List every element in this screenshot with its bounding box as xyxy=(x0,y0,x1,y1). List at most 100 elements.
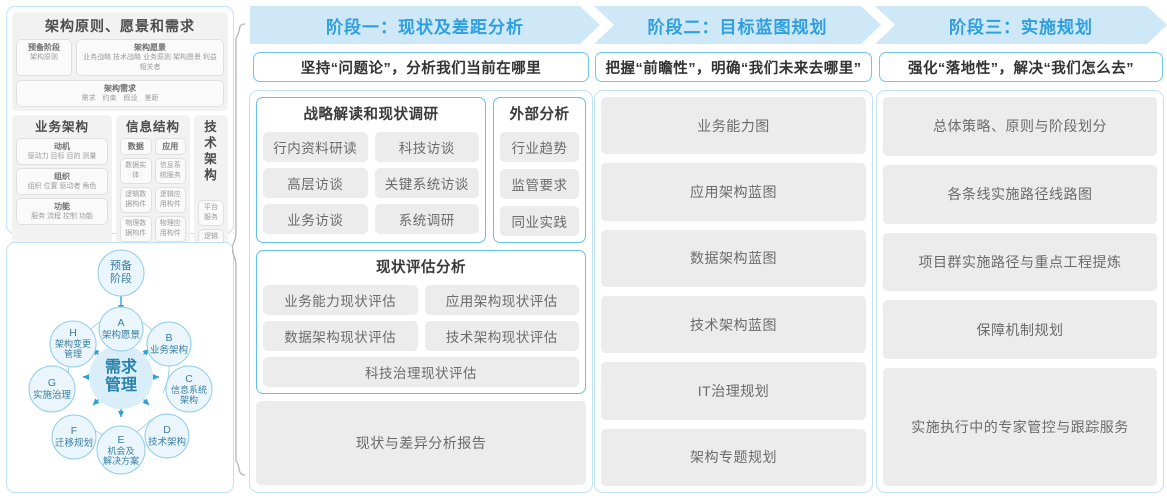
phase-1-column: 战略解读和现状调研 行内资料研读 科技访谈 高层访谈 关键系统访谈 业务访谈 系… xyxy=(249,90,593,493)
research-item[interactable]: 高层访谈 xyxy=(263,168,368,198)
cycle-node-c-label-2: 架构 xyxy=(180,394,198,405)
phase-2-item[interactable]: 数据架构蓝图 xyxy=(601,229,866,287)
phase-subtitle-3: 强化“落地性”，解决“我们怎么去” xyxy=(879,52,1163,82)
cycle-center-label-2: 管理 xyxy=(105,375,137,394)
physical-application-component-box: 物理应用构件 xyxy=(154,216,186,242)
phase-3-item[interactable]: 实施执行中的专家管控与跟踪服务 xyxy=(883,368,1157,486)
data-header-box: 数据 xyxy=(120,138,152,155)
cycle-node-c-label-1: 信息系统 xyxy=(171,384,207,395)
research-item[interactable]: 关键系统访谈 xyxy=(374,168,479,198)
architecture-requirements-box: 架构需求 需求 约束 假设 差距 xyxy=(16,80,224,107)
evaluation-item[interactable]: 业务能力现状评估 xyxy=(263,285,418,315)
cycle-node-d[interactable] xyxy=(144,413,190,459)
cycle-node-e-label-1: 机会及 xyxy=(107,445,134,456)
cycle-node-b[interactable] xyxy=(146,321,192,367)
cycle-node-e[interactable] xyxy=(96,425,146,475)
function-box: 功能 服务 流程 控制 功能 xyxy=(16,198,108,225)
evaluation-item[interactable]: 数据架构现状评估 xyxy=(263,321,418,351)
platform-service-sub: 平台服务 xyxy=(204,204,218,221)
external-item[interactable]: 行业趋势 xyxy=(500,132,579,162)
cycle-node-prep[interactable] xyxy=(97,249,145,297)
logical-data-component-sub: 逻辑数据构件 xyxy=(125,191,147,208)
phase-band-1-title: 阶段一：现状及差距分析 xyxy=(326,17,524,37)
data-subcolumn: 数据 数据实体 逻辑数据构件 物理数据构件 xyxy=(120,138,152,242)
prep-phase-sub: 架构原则 xyxy=(30,54,58,61)
cycle-node-prep-label-1: 预备 xyxy=(110,258,132,272)
evaluation-row-3: 科技治理现状评估 xyxy=(263,357,579,387)
phase-2-item[interactable]: 应用架构蓝图 xyxy=(601,163,866,221)
phase-3-item[interactable]: 各条线实施路径线路图 xyxy=(883,164,1157,224)
architecture-vision-title: 架构愿景 xyxy=(134,43,166,52)
cycle-node-prep-label-2: 阶段 xyxy=(110,271,132,285)
prep-phase-title: 预备阶段 xyxy=(28,43,60,52)
external-item[interactable]: 同业实践 xyxy=(500,206,579,236)
platform-service-box: 平台服务 xyxy=(198,200,224,226)
organization-box: 组织 组织 位置 驱动者 角色 xyxy=(16,168,108,195)
cycle-node-b-key: B xyxy=(165,332,172,344)
cycle-node-g-key: G xyxy=(48,377,56,389)
phase-3-item[interactable]: 总体策略、原则与阶段划分 xyxy=(883,97,1157,156)
phase-1-top-row: 战略解读和现状调研 行内资料研读 科技访谈 高层访谈 关键系统访谈 业务访谈 系… xyxy=(256,97,586,243)
strategy-research-card: 战略解读和现状调研 行内资料研读 科技访谈 高层访谈 关键系统访谈 业务访谈 系… xyxy=(256,97,486,243)
grouping-brace xyxy=(232,23,246,476)
cycle-node-e-key: E xyxy=(117,434,124,446)
phase-2-items: 业务能力图 应用架构蓝图 数据架构蓝图 技术架构蓝图 IT治理规划 架构专题规划 xyxy=(601,97,866,486)
architecture-vision-sub: 业务战略 技术战略 业务原则 架构愿景 利益相关者 xyxy=(83,54,217,71)
prep-phase-box: 预备阶段 架构原则 xyxy=(16,39,72,76)
research-item[interactable]: 系统调研 xyxy=(374,204,479,234)
information-system-service-sub: 信息系统服务 xyxy=(159,162,181,179)
architecture-principles-group: 架构原则、愿景和需求 预备阶段 架构原则 架构愿景 业务战略 技术战略 业务原则… xyxy=(12,12,228,111)
evaluation-item[interactable]: 科技治理现状评估 xyxy=(263,357,579,387)
function-sub: 服务 流程 控制 功能 xyxy=(31,213,93,220)
technical-architecture-title: 技术架构 xyxy=(204,120,218,182)
motivation-box: 动机 驱动力 目标 目的 测量 xyxy=(16,138,108,165)
phase-band-2-shape xyxy=(594,6,881,44)
phase-2-item[interactable]: 架构专题规划 xyxy=(601,428,866,486)
adm-cycle-diagram: 需求 管理 预备 阶段 A 架构愿景 B 业务架构 C 信息系统 架构 xyxy=(28,249,213,475)
phase-subtitle-1: 坚持“问题论”，分析我们当前在哪里 xyxy=(253,52,589,82)
research-item[interactable]: 行内资料研读 xyxy=(263,132,368,162)
logical-application-component-box: 逻辑应用构件 xyxy=(154,187,186,213)
phase-band-2-title: 阶段二：目标蓝图规划 xyxy=(647,17,828,37)
physical-data-component-sub: 物理数据构件 xyxy=(125,220,147,237)
evaluation-item[interactable]: 技术架构现状评估 xyxy=(424,321,579,351)
cycle-node-h[interactable] xyxy=(49,320,97,368)
organization-title: 组织 xyxy=(54,172,70,181)
cycle-center-circle xyxy=(89,345,153,409)
togaf-header-title: 架构原则、愿景和需求 xyxy=(45,18,195,34)
phase-2-item[interactable]: IT治理规划 xyxy=(601,362,866,420)
function-title: 功能 xyxy=(54,202,70,211)
information-structure-title: 信息结构 xyxy=(125,120,180,134)
cycle-node-e-label-2: 解决方案 xyxy=(103,455,139,466)
phase-3-column: 总体策略、原则与阶段划分 各条线实施路径线路图 项目群实施路径与重点工程提炼 保… xyxy=(876,90,1164,493)
research-item[interactable]: 科技访谈 xyxy=(374,132,479,162)
cycle-node-f[interactable] xyxy=(51,414,97,460)
phase-band-3-title: 阶段三：实施规划 xyxy=(949,17,1093,37)
evaluation-row-2: 数据架构现状评估 技术架构现状评估 xyxy=(263,321,579,351)
cycle-node-h-label-2: 管理 xyxy=(64,348,82,359)
phase-3-item[interactable]: 项目群实施路径与重点工程提炼 xyxy=(883,232,1157,292)
cycle-node-a[interactable] xyxy=(98,306,144,352)
cycle-node-f-label: 迁移规划 xyxy=(55,437,93,449)
data-entity-sub: 数据实体 xyxy=(125,162,147,179)
research-item[interactable]: 业务访谈 xyxy=(263,204,368,234)
logical-data-component-box: 逻辑数据构件 xyxy=(120,187,152,213)
cycle-node-d-label: 技术架构 xyxy=(148,436,186,448)
external-item[interactable]: 监管要求 xyxy=(500,169,579,199)
gap-analysis-report-box[interactable]: 现状与差异分析报告 xyxy=(256,401,586,485)
phase-2-item[interactable]: 业务能力图 xyxy=(601,97,866,155)
cycle-node-c[interactable] xyxy=(165,365,213,413)
phase-2-column: 业务能力图 应用架构蓝图 数据架构蓝图 技术架构蓝图 IT治理规划 架构专题规划 xyxy=(594,90,873,493)
strategy-research-row-1: 行内资料研读 科技访谈 xyxy=(263,132,479,162)
phase-2-item[interactable]: 技术架构蓝图 xyxy=(601,295,866,354)
cycle-node-c-key: C xyxy=(185,373,193,385)
business-architecture-title: 业务架构 xyxy=(34,120,89,134)
motivation-sub: 驱动力 目标 目的 测量 xyxy=(27,153,97,160)
phase-band-1: 阶段一：现状及差距分析 xyxy=(250,6,600,44)
cycle-node-g[interactable] xyxy=(28,365,76,413)
phase-band-2: 阶段二：目标蓝图规划 xyxy=(594,6,881,44)
phase-3-item[interactable]: 保障机制规划 xyxy=(883,300,1157,360)
cycle-node-g-label: 实施治理 xyxy=(33,389,72,401)
evaluation-item[interactable]: 应用架构现状评估 xyxy=(424,285,579,315)
application-header-box: 应用 xyxy=(154,138,186,155)
